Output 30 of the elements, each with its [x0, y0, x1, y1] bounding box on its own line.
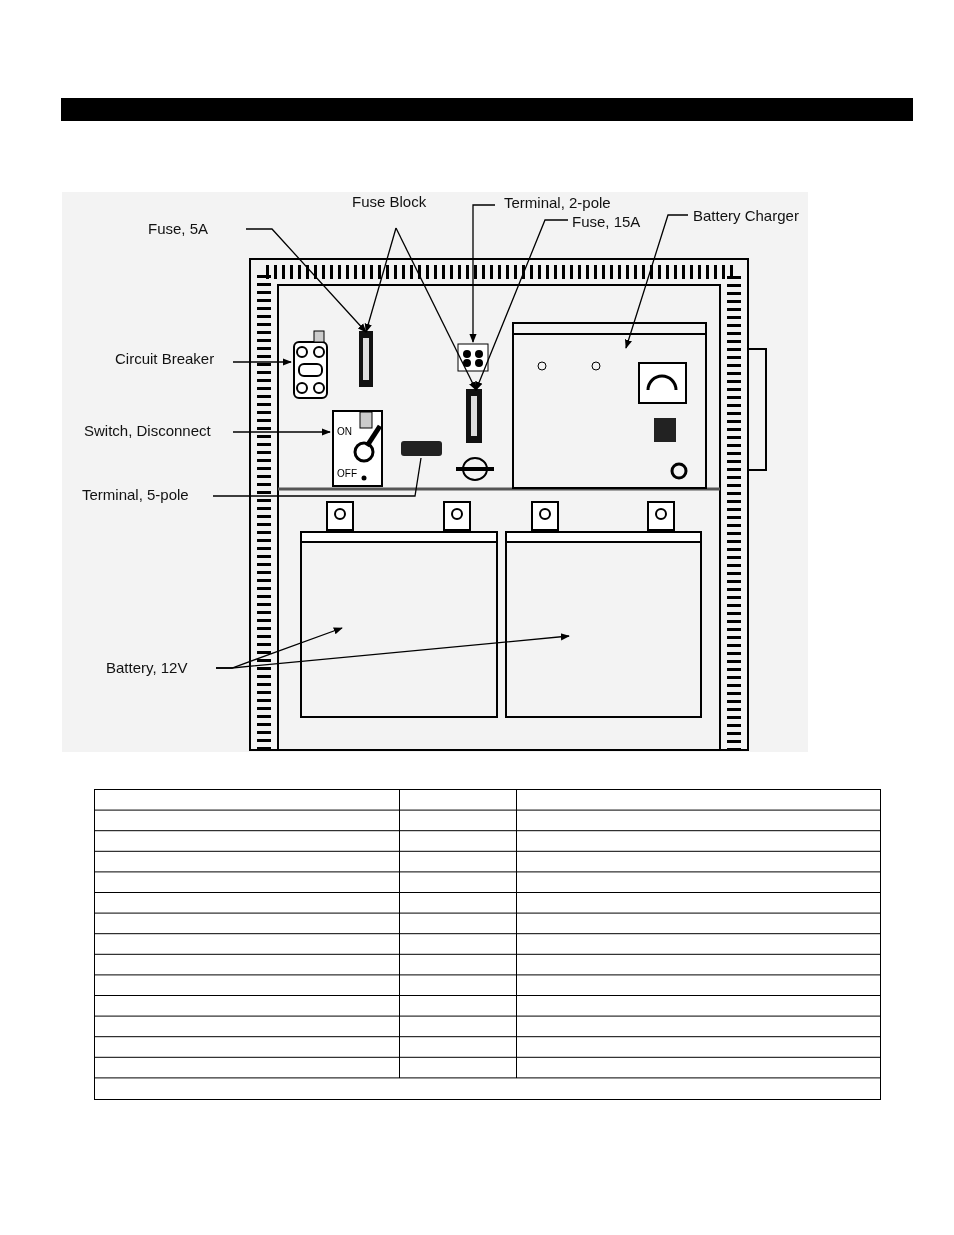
- leader-line: [215, 633, 570, 669]
- callout-label: Fuse, 5A: [148, 220, 209, 238]
- battery-drawing: [300, 500, 498, 718]
- callout-label: Terminal, 2-pole: [504, 194, 611, 212]
- switch-position-label: ON: [337, 426, 352, 437]
- callout-label: Battery, 12V: [106, 659, 188, 677]
- callout-label: Switch, Disconnect: [84, 422, 211, 440]
- circuit-breaker-drawing: [293, 330, 328, 400]
- fuse-drawing: [465, 388, 483, 444]
- leader-line: [475, 219, 569, 391]
- leader-line: [364, 227, 397, 333]
- terminal-strip-drawing: [400, 440, 443, 457]
- leader-line: [625, 214, 689, 349]
- leader-line: [232, 428, 331, 436]
- leader-line: [245, 228, 367, 333]
- leader-line: [212, 457, 422, 497]
- fuse-drawing: [358, 330, 374, 388]
- battery-charger-drawing: [512, 322, 707, 489]
- leader-line: [395, 227, 477, 391]
- callout-label: Fuse, 15A: [572, 213, 641, 231]
- callout-label: Battery Charger: [693, 207, 799, 225]
- leader-line: [232, 358, 292, 366]
- leader-line: [469, 204, 496, 343]
- disconnect-switch-plate: [332, 410, 383, 487]
- switch-position-label: OFF: [337, 468, 357, 479]
- callout-label: Fuse Block: [352, 193, 427, 211]
- callout-label: Circuit Breaker: [115, 350, 215, 368]
- terminal-block-drawing: [457, 343, 489, 372]
- callout-label: Terminal, 5-pole: [82, 486, 189, 504]
- battery-drawing: [505, 500, 702, 718]
